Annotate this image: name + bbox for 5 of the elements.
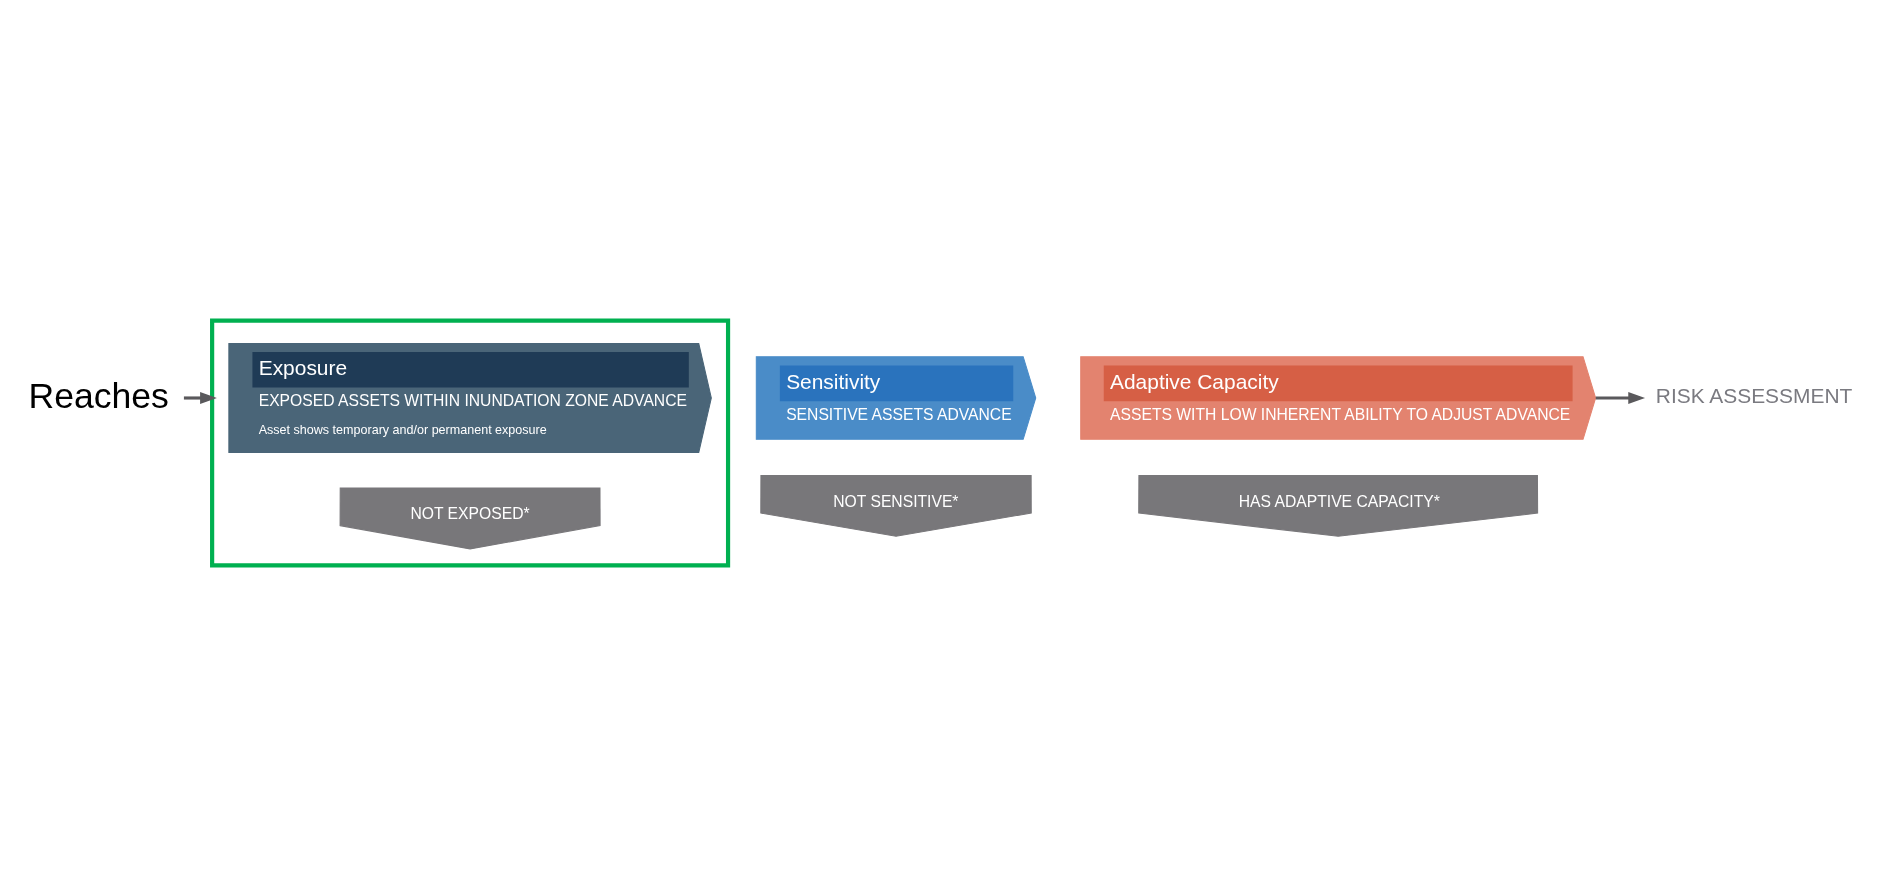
arrow xyxy=(183,391,217,404)
node-text: Reaches xyxy=(28,375,169,416)
cluster xyxy=(210,317,731,568)
node-text: RISK ASSESSMENT xyxy=(1655,383,1853,407)
arrow xyxy=(1595,391,1646,404)
